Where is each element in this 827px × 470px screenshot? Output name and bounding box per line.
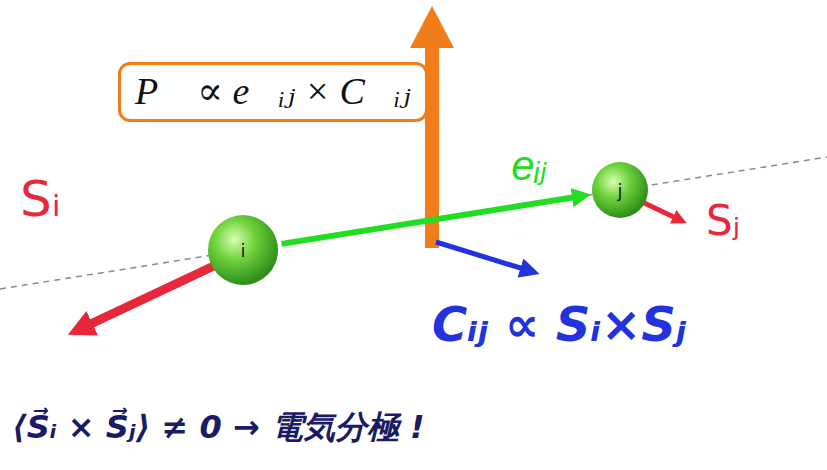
vector-chirality-arrow xyxy=(436,242,530,271)
conclusion-text: ⟨S⃗ᵢ × S⃗ⱼ⟩ ≠ 0 → 電気分極 ! xyxy=(12,406,425,450)
chirality-label: Cᵢⱼ ∝ Sᵢ×Sⱼ xyxy=(432,296,686,352)
polarization-arrow xyxy=(410,6,454,248)
bond-vector-arrow xyxy=(282,196,584,244)
formula-box: P⃗ ∝ e⃗ᵢⱼ × C⃗ᵢⱼ xyxy=(118,62,428,122)
node-text: i xyxy=(240,240,245,261)
atom-sphere: j xyxy=(591,161,649,219)
spin-arrow xyxy=(80,264,218,329)
node-text: P⃗ ∝ e⃗ᵢⱼ × C⃗ᵢⱼ xyxy=(135,69,411,115)
node-text: j xyxy=(617,180,622,201)
edge-label: eᵢⱼ xyxy=(511,141,547,190)
bond-axis xyxy=(0,157,827,289)
spin-label: Sⱼ xyxy=(706,196,740,245)
spin-label: Sᵢ xyxy=(20,170,61,228)
atom-sphere: i xyxy=(207,214,279,286)
